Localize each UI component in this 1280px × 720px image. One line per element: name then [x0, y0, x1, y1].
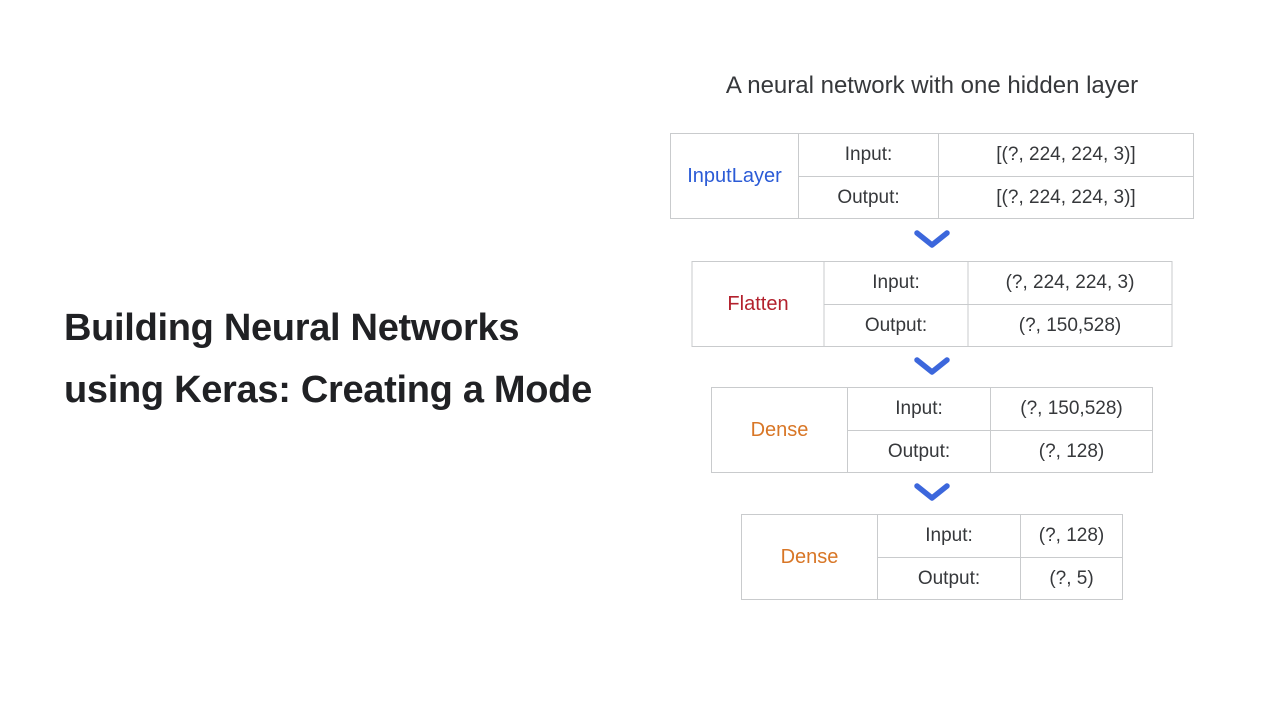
layer-table-dense-1: Dense Input: (?, 150,528) Output: (?, 12… — [711, 387, 1153, 473]
layer-name: Dense — [750, 418, 809, 441]
page-title-line-1: Building Neural Networks — [64, 307, 520, 349]
layer-table-flatten: Flatten Input: (?, 224, 224, 3) Output: … — [691, 261, 1173, 347]
layer-name: InputLayer — [687, 164, 782, 187]
chevron-down-icon — [913, 355, 951, 377]
layer-table-dense-2: Dense Input: (?, 128) Output: (?, 5) — [741, 514, 1123, 600]
output-label: Output: — [847, 430, 990, 472]
output-label: Output: — [798, 176, 938, 218]
output-shape-value: (?, 5) — [1020, 557, 1122, 599]
output-label: Output: — [823, 304, 968, 346]
page-title: Building Neural Networks using Keras: Cr… — [64, 297, 592, 421]
layer-table-inputlayer: InputLayer Input: [(?, 224, 224, 3)] Out… — [670, 133, 1194, 219]
output-shape-value: [(?, 224, 224, 3)] — [938, 176, 1193, 218]
input-label: Input: — [798, 134, 938, 176]
input-shape-value: (?, 150,528) — [990, 388, 1152, 430]
input-shape-value: (?, 128) — [1020, 515, 1122, 557]
input-label: Input: — [847, 388, 990, 430]
diagram-heading: A neural network with one hidden layer — [725, 72, 1139, 99]
layer-name: Dense — [780, 545, 839, 568]
page-title-line-2: using Keras: Creating a Mode — [64, 369, 592, 411]
chevron-down-icon — [913, 481, 951, 503]
input-shape-value: (?, 224, 224, 3) — [967, 262, 1172, 304]
input-label: Input: — [823, 262, 968, 304]
layer-name: Flatten — [727, 292, 789, 315]
chevron-down-icon — [913, 228, 951, 250]
output-shape-value: (?, 150,528) — [967, 304, 1172, 346]
output-shape-value: (?, 128) — [990, 430, 1152, 472]
input-shape-value: [(?, 224, 224, 3)] — [938, 134, 1193, 176]
output-label: Output: — [877, 557, 1020, 599]
input-label: Input: — [877, 515, 1020, 557]
